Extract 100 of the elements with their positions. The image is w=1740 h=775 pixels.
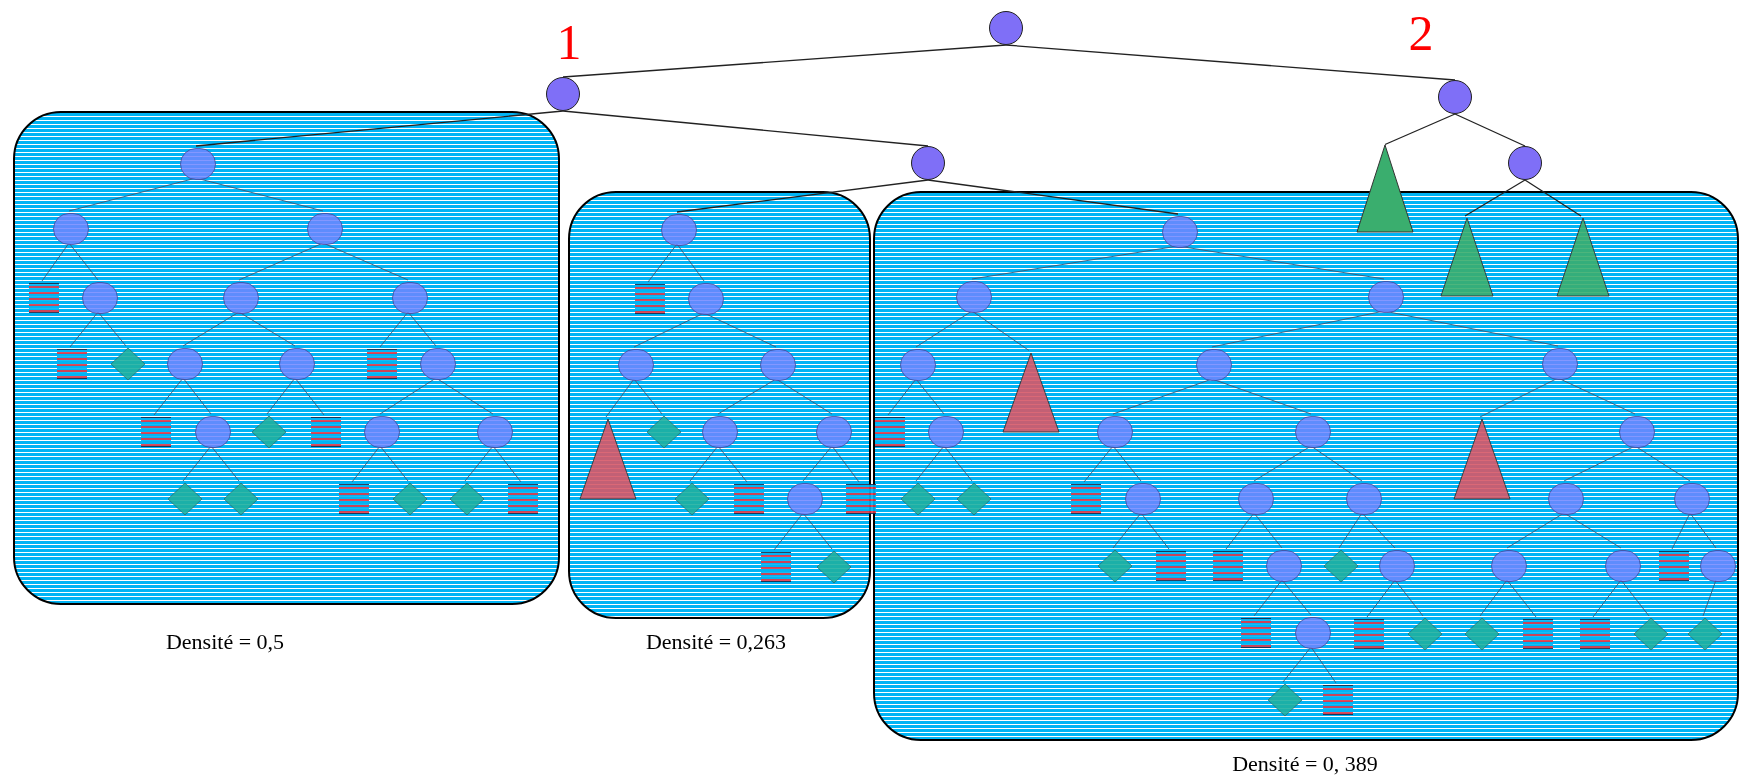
subtree-triangle [1357, 144, 1413, 232]
tree-edge [379, 445, 409, 482]
tree-edge [1282, 646, 1312, 683]
tree-edge [1112, 512, 1142, 549]
tree-edge [1479, 579, 1508, 617]
tree-edge [562, 110, 929, 147]
tree-edge [182, 445, 212, 482]
tree-edge [41, 242, 70, 282]
square-leaf [1071, 484, 1101, 514]
tree-edge [1005, 44, 1456, 81]
tree-edge [1394, 579, 1424, 617]
density-caption: Densité = 0,5 [165, 627, 285, 656]
square-leaf [141, 417, 171, 447]
subtree-triangle [1454, 419, 1510, 499]
diamond-leaf [1634, 618, 1668, 650]
square-leaf [1659, 551, 1689, 581]
tree-edge [676, 243, 705, 282]
tree-edge [294, 377, 325, 416]
tree-edge [1384, 113, 1456, 146]
square-leaf [761, 552, 791, 582]
tree-edge [1281, 579, 1312, 616]
square-leaf [57, 349, 87, 379]
tree-edge [927, 179, 1179, 215]
tree-edge [407, 311, 437, 347]
tree-edge [1310, 445, 1363, 482]
diamond-leaf [168, 483, 202, 515]
diamond-leaf [224, 483, 258, 515]
diamond-leaf [1098, 550, 1132, 582]
diamond-leaf [450, 483, 484, 515]
tree-edge [633, 378, 663, 415]
subtree-triangle [1441, 218, 1493, 296]
square-leaf [29, 283, 59, 313]
subtree-triangle [1003, 352, 1059, 432]
tree-edge [1253, 512, 1283, 549]
tree-edge [1310, 646, 1337, 684]
square-leaf [339, 484, 369, 514]
square-leaf [875, 417, 905, 447]
tree-edge [1338, 512, 1363, 549]
tree-edge [676, 179, 929, 213]
diamond-leaf [647, 416, 681, 448]
tree-edge [647, 243, 678, 283]
subtree-triangle [580, 419, 636, 499]
tree-edge [1454, 113, 1526, 147]
tree-edge [195, 110, 564, 147]
tree-edge [1112, 445, 1142, 482]
diamond-leaf [1268, 684, 1302, 716]
tree-edge [1140, 512, 1170, 550]
subtree-panel [873, 191, 1739, 741]
subtree-panel [13, 111, 560, 605]
square-leaf [846, 484, 876, 514]
density-caption: Densité = 0, 389 [1232, 749, 1378, 775]
diamond-leaf [1688, 618, 1722, 650]
tree-edge [1620, 579, 1650, 617]
tree-edge [1361, 512, 1396, 549]
diamond-leaf [1324, 550, 1358, 582]
square-leaf [1156, 551, 1186, 581]
tree-edge [831, 445, 860, 483]
square-leaf [1523, 619, 1553, 649]
diamond-leaf [393, 483, 427, 515]
tree-edge [379, 311, 409, 348]
square-leaf [1213, 551, 1243, 581]
tree-edge [153, 377, 184, 416]
square-leaf [1323, 685, 1353, 715]
square-leaf [734, 484, 764, 514]
tree-edge [562, 44, 1007, 78]
square-leaf [367, 349, 397, 379]
diamond-leaf [901, 483, 935, 515]
square-leaf [508, 484, 538, 514]
tree-edge [492, 445, 522, 483]
square-leaf [1580, 619, 1610, 649]
tree-edge [1702, 579, 1717, 617]
tree-edge [943, 445, 973, 482]
tree-edge [915, 378, 945, 415]
diamond-leaf [252, 416, 286, 448]
tree-edge [1506, 579, 1537, 618]
tree-edge [915, 445, 945, 482]
square-leaf [635, 284, 665, 314]
diamond-leaf [957, 483, 991, 515]
tree-edge [68, 242, 99, 281]
tree-edge [182, 377, 212, 415]
density-caption: Densité = 0,263 [645, 627, 787, 656]
tree-edge [802, 445, 833, 482]
tree-edge [1689, 512, 1717, 549]
tree-edge [351, 445, 381, 483]
diamond-leaf [111, 348, 145, 380]
diamond-leaf [817, 551, 851, 583]
tree-edge [689, 445, 719, 482]
tree-edge [69, 311, 99, 348]
diamond-leaf [675, 483, 709, 515]
diamond-leaf [1408, 618, 1442, 650]
tree-edge [887, 378, 917, 416]
tree-edge [464, 445, 494, 482]
subtree-triangle [1557, 218, 1609, 296]
branch-number: 2 [1408, 8, 1434, 58]
square-leaf [311, 417, 341, 447]
tree-edge [266, 377, 296, 415]
tree-edge [717, 445, 748, 483]
square-leaf [1241, 618, 1271, 648]
square-leaf [1354, 619, 1384, 649]
tree-edge [97, 311, 127, 347]
